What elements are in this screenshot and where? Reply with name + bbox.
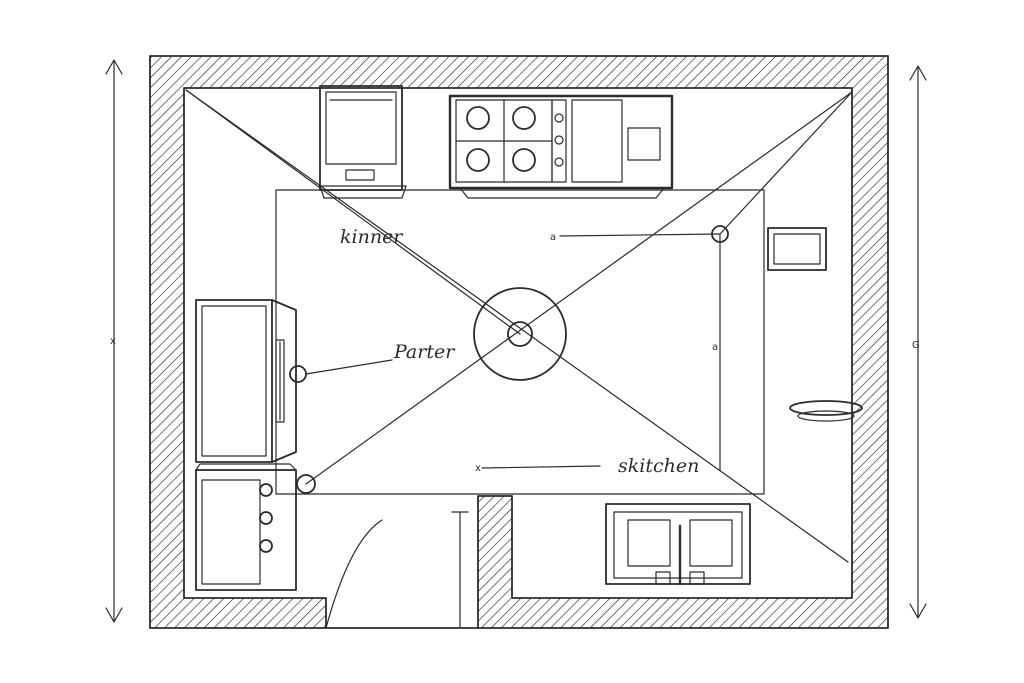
burner-icon	[512, 148, 536, 172]
node-marker	[289, 365, 307, 383]
pantry-unit	[195, 299, 297, 463]
dimension-arrow-right: G	[909, 65, 927, 619]
burner-icon	[466, 106, 490, 130]
cooktop-range	[448, 94, 674, 199]
node-marker	[296, 474, 316, 494]
sink	[605, 503, 751, 586]
mark-bottom-tick: x	[475, 463, 481, 474]
construction-lines	[185, 89, 853, 563]
label-pantry: Parter	[393, 341, 456, 363]
upper-cabinet	[319, 85, 407, 199]
burner-icon	[512, 106, 536, 130]
center-node	[473, 287, 567, 381]
mark-center-right: a	[712, 342, 718, 353]
dimension-label-left: x	[110, 336, 116, 347]
label-kinner: kinner	[340, 226, 404, 248]
walls	[149, 55, 889, 629]
dimension-arrow-left: x	[105, 59, 123, 623]
mark-top-mid: a	[550, 232, 556, 243]
node-marker	[711, 225, 729, 243]
oven-unit	[195, 463, 297, 591]
round-bin	[789, 400, 863, 422]
wall-shelf-right	[767, 227, 827, 271]
oven-knob-icon	[259, 511, 273, 525]
dimension-label-right: G	[912, 340, 920, 351]
label-kitchen: skitchen	[618, 455, 699, 477]
oven-knob-icon	[259, 539, 273, 553]
oven-knob-icon	[259, 483, 273, 497]
door-swing-arc	[325, 519, 383, 629]
burner-icon	[466, 148, 490, 172]
